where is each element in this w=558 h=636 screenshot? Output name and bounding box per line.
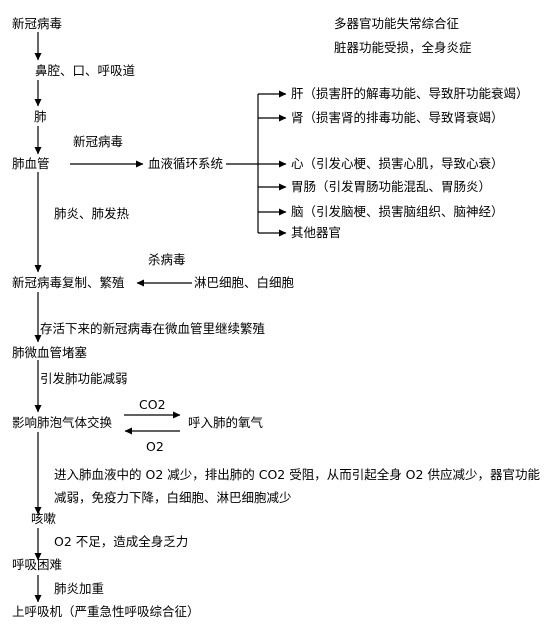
summary-mods: 多器官功能失常综合征 xyxy=(334,16,460,31)
edge-label-lung-function-decline: 引发肺功能减弱 xyxy=(40,371,128,386)
node-inhaled-oxygen: 呼入肺的氧气 xyxy=(188,415,264,430)
node-virus-replication: 新冠病毒复制、繁殖 xyxy=(12,275,125,290)
edge-label-pneumonia-fever: 肺炎、肺发热 xyxy=(54,206,130,221)
node-nose-mouth-airway: 鼻腔、口、呼吸道 xyxy=(35,63,136,78)
node-cough: 咳嗽 xyxy=(31,511,57,526)
node-ventilator: 上呼吸机（严重急性呼吸综合征） xyxy=(12,604,200,619)
node-lung-vessel: 肺血管 xyxy=(12,156,50,171)
organ-brain: 脑（引发脑梗、损害脑组织、脑神经） xyxy=(291,204,504,219)
edge-label-pneumonia-worsens: 肺炎加重 xyxy=(54,581,105,596)
node-blood-circulation: 血液循环系统 xyxy=(148,156,224,171)
node-lymphocytes-leukocytes: 淋巴细胞、白细胞 xyxy=(194,275,295,290)
edge-label-covid-virus: 新冠病毒 xyxy=(73,134,124,149)
edge-label-fatigue: O2 不足，造成全身乏力 xyxy=(54,534,189,549)
edge-label-surviving-virus: 存活下来的新冠病毒在微血管里继续繁殖 xyxy=(40,321,266,336)
node-microvessel-blockage: 肺微血管堵塞 xyxy=(12,345,88,360)
edge-label-kill-virus: 杀病毒 xyxy=(148,252,186,267)
organ-other: 其他器官 xyxy=(291,225,342,240)
edge-label-co2: CO2 xyxy=(139,397,166,412)
organ-liver: 肝（损害肝的解毒功能、导致肝功能衰竭） xyxy=(291,86,529,101)
node-alveolar-gas-exchange: 影响肺泡气体交换 xyxy=(12,415,113,430)
node-breathing-difficulty: 呼吸困难 xyxy=(12,557,63,572)
node-lung: 肺 xyxy=(34,109,47,124)
organ-gut: 胃肠（引发胃肠功能混乱、胃肠炎） xyxy=(291,179,492,194)
summary-organ-damage: 脏器功能受损，全身炎症 xyxy=(334,40,472,55)
edge-label-o2: O2 xyxy=(146,439,164,454)
organ-kidney: 肾（损害肾的排毒功能、导致肾衰竭） xyxy=(291,110,504,125)
edge-label-oxygen-reduction: 进入肺血液中的 O2 减少，排出肺的 CO2 受阻，从而引起全身 O2 供应减少… xyxy=(54,467,540,505)
organ-heart: 心（引发心梗、损害心肌，导致心衰） xyxy=(291,156,504,171)
node-covid-virus: 新冠病毒 xyxy=(12,16,63,31)
